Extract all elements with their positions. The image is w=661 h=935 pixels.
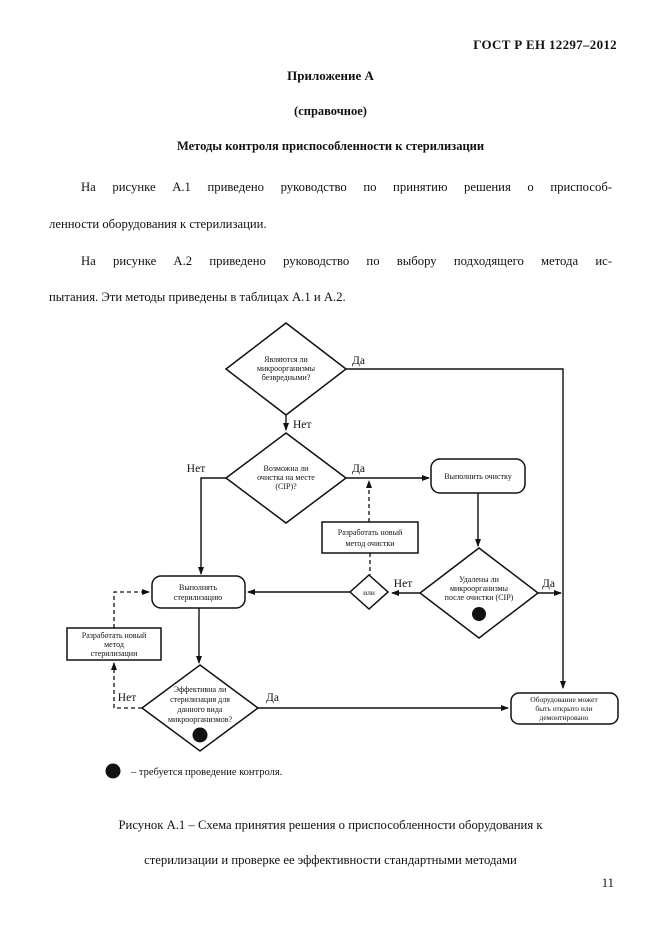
decision-removed-line1: Удалены ли <box>459 575 499 584</box>
edge-new-sterilization-method-to-sterilization <box>113 589 150 628</box>
decision-cip-line2: очистка на месте <box>257 473 315 482</box>
decision-removed-line3: после очистки (CIP) <box>445 593 514 602</box>
decision-cip-possible <box>224 432 348 524</box>
label-yes-effective: Да <box>266 692 279 704</box>
appendix-type: (справочное) <box>294 104 367 118</box>
decision-microorganisms-removed <box>418 547 540 639</box>
decision-cip-line3: (CIP)? <box>275 482 297 491</box>
edge-no-effective-to-new-sterilization-method <box>111 662 142 709</box>
paragraph-2-line-2: пытания. Эти методы приведены в таблицах… <box>49 290 346 304</box>
decision-effective-line3: данного вида <box>178 705 223 714</box>
develop-sterilization-line3: стерилизации <box>91 649 138 658</box>
label-no-harmless: Нет <box>293 419 311 431</box>
process-perform-sterilization <box>151 575 246 609</box>
edge-yes-harmless-to-equipment-open <box>346 368 566 689</box>
develop-cleaning-line2: метод очистки <box>345 539 395 548</box>
label-no-effective: Нет <box>118 692 136 704</box>
decision-cip-line1: Возможна ли <box>264 464 310 473</box>
decision-effective-line4: микроорганизмов? <box>168 715 233 724</box>
decision-harmless-line3: безвредными? <box>262 373 311 382</box>
equipment-open-line1: Оборудование может <box>530 695 598 704</box>
process-develop-sterilization-method <box>66 627 162 661</box>
develop-cleaning-line1: Разработать новый <box>338 528 403 537</box>
equipment-open-line2: быть открыто или <box>535 704 592 713</box>
perform-sterilization-line2: стерилизацию <box>174 593 222 602</box>
decision-effective-line1: Эффективна ли <box>174 685 227 694</box>
paragraph-2-line-1: На рисунке А.2 приведено руководство по … <box>81 254 612 268</box>
paragraph-1-line-2: ленности оборудования к стерилизации. <box>49 217 267 231</box>
doc-number: ГОСТ Р ЕН 12297–2012 <box>473 37 617 52</box>
legend-dot-icon <box>105 763 121 779</box>
process-perform-cleaning <box>430 458 526 494</box>
page-number: 11 <box>601 876 614 890</box>
legend-text: – требуется проведение контроля. <box>130 767 282 778</box>
develop-sterilization-line1: Разработать новый <box>82 631 147 640</box>
process-perform-cleaning-label: Выполнить очистку <box>444 472 512 481</box>
equipment-open-line3: демонтировано <box>540 713 589 722</box>
decision-effective-line2: стерилизация для <box>170 695 230 704</box>
appendix-heading: Приложение А <box>287 68 374 83</box>
label-yes-removed: Да <box>542 578 555 590</box>
figure-caption-line-2: стерилизации и проверке ее эффективности… <box>144 853 517 867</box>
section-title: Методы контроля приспособленности к стер… <box>176 139 485 153</box>
label-yes-harmless: Да <box>352 355 365 367</box>
paragraph-1-line-1: На рисунке А.1 приведено руководство по … <box>81 180 612 194</box>
decision-harmless-microorganisms <box>224 322 348 416</box>
develop-sterilization-line2: метод <box>104 640 124 649</box>
or-connector-label: или <box>363 588 375 597</box>
label-no-cip: Нет <box>187 463 205 475</box>
or-connector <box>348 573 390 611</box>
monitoring-dot-removed <box>472 607 486 621</box>
decision-sterilization-effective <box>140 664 260 752</box>
process-develop-cleaning-method <box>321 521 419 554</box>
terminal-equipment-open <box>510 692 619 725</box>
perform-sterilization-line1: Выполнять <box>179 583 217 592</box>
decision-harmless-line1: Являются ли <box>264 355 308 364</box>
edge-no-cip-to-sterilization <box>198 477 227 575</box>
monitoring-dot-effective <box>192 727 208 743</box>
label-yes-cip: Да <box>352 463 365 475</box>
label-no-removed: Нет <box>394 578 412 590</box>
figure-caption-line-1: Рисунок А.1 – Схема принятия решения о п… <box>118 818 543 832</box>
decision-harmless-line2: микроорганизмы <box>257 364 316 373</box>
decision-removed-line2: микроорганизмы <box>450 584 509 593</box>
